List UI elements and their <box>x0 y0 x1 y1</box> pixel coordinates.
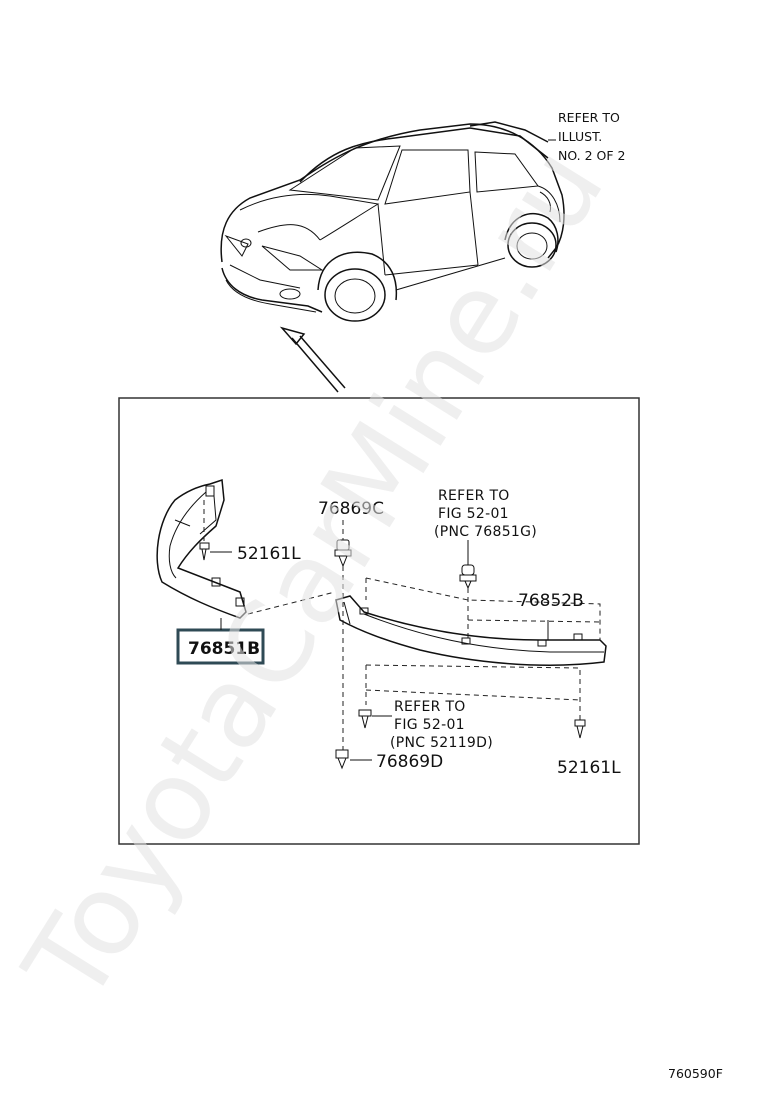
car-illustration <box>220 121 565 393</box>
part-label-76869c: 76869C <box>318 499 384 519</box>
part-label-52161l-left: 52161L <box>237 544 301 564</box>
right-bumper-extension <box>335 595 607 666</box>
clip-76869d <box>335 749 372 770</box>
ref-top-line-3: (PNC 76851G) <box>434 524 537 540</box>
part-label-52161l-right: 52161L <box>557 758 621 778</box>
screw-52161l-right <box>574 719 586 739</box>
screw-52119d-ref <box>358 709 392 729</box>
ref-bottom-line-3: (PNC 52119D) <box>390 735 493 751</box>
clip-76851g-ref <box>459 540 477 640</box>
ref-top-line-1: REFER TO <box>438 488 510 504</box>
part-label-76869d: 76869D <box>376 752 443 772</box>
part-label-76852b: 76852B <box>518 591 584 611</box>
detail-frame <box>118 397 640 845</box>
watermark-text: ToyotaCarMine.ru <box>0 126 629 1025</box>
ref-top-line-2: FIG 52-01 <box>438 506 509 522</box>
left-bumper-extension <box>156 478 247 619</box>
illustration-code: 760590F <box>668 1066 723 1081</box>
screw-52161l-left <box>199 500 232 561</box>
car-note-line-1: REFER TO <box>558 110 620 125</box>
ref-bottom-line-2: FIG 52-01 <box>394 717 465 733</box>
ref-bottom-line-1: REFER TO <box>394 699 466 715</box>
assembly-lines <box>247 566 601 750</box>
car-note-line-2: ILLUST. <box>558 129 602 144</box>
part-label-76851b: 76851B <box>188 639 260 659</box>
car-note-line-3: NO. 2 OF 2 <box>558 148 626 163</box>
